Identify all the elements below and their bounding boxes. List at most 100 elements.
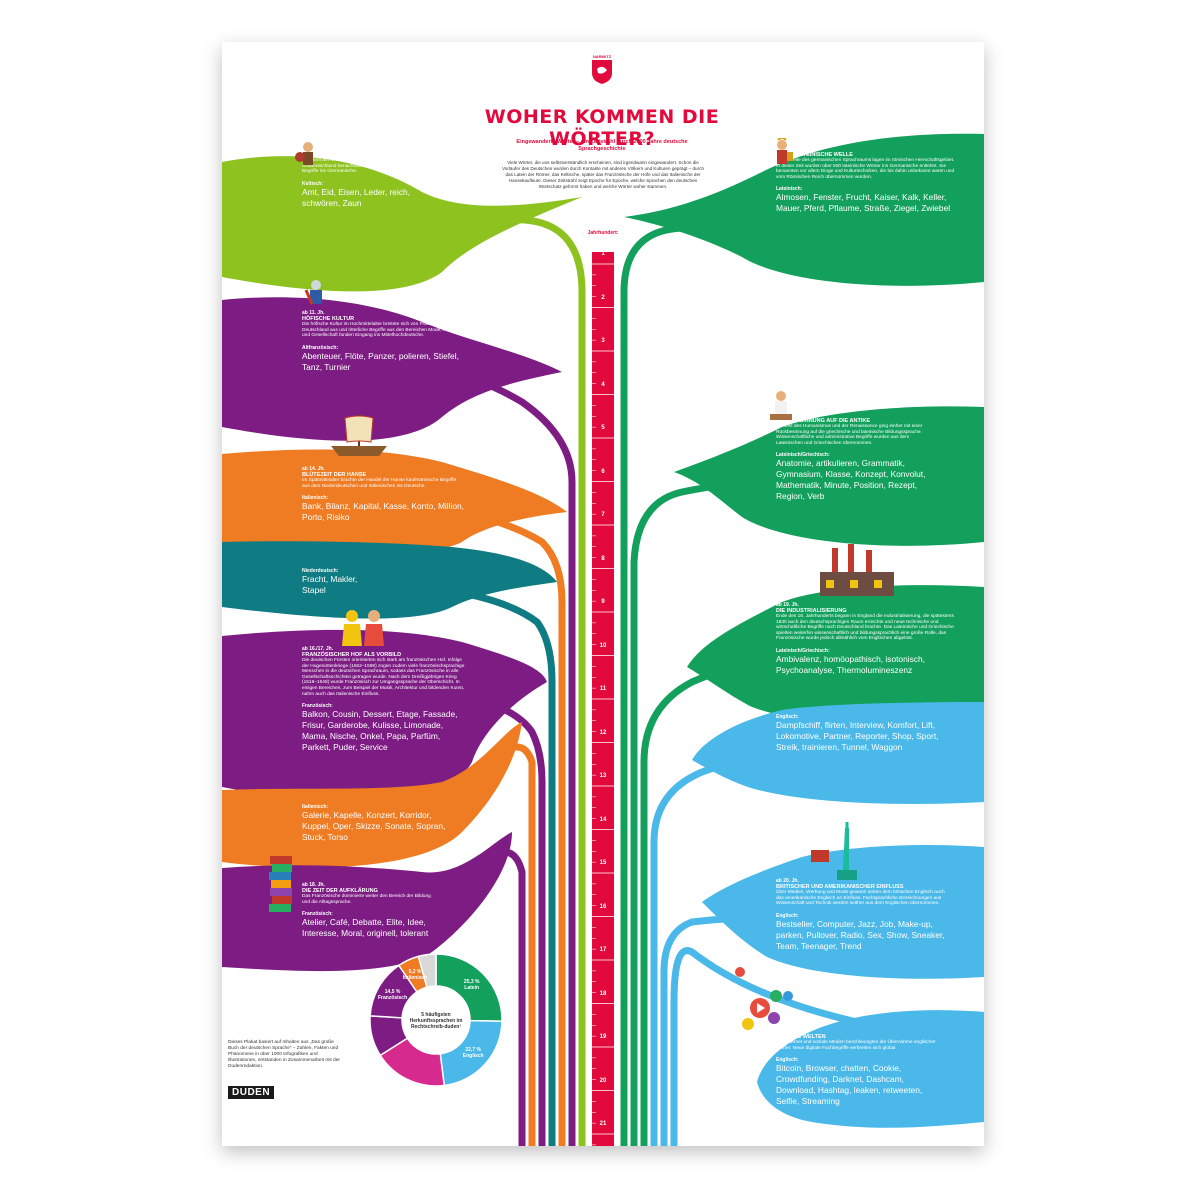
word-list: Fracht, Makler, Stapel xyxy=(302,574,358,595)
leaf-latein xyxy=(624,133,984,286)
source-note: Dieses Plakat basiert auf Inhalten aus „… xyxy=(228,1040,340,1069)
language-label: Englisch: xyxy=(776,912,799,919)
branch-heading: KELTISCHER EINFLUSS xyxy=(302,152,366,158)
century-number: 17 xyxy=(599,947,607,953)
language-label: Lateinisch/Griechisch: xyxy=(776,452,830,459)
century-number: 1 xyxy=(601,251,605,257)
branch-description: Die Zeit des Humanismus und der Renaissa… xyxy=(776,424,923,446)
branch-antike: ab 15. Jh. RÜCKBESINNUNG AUF DIE ANTIKE … xyxy=(776,412,936,502)
branch-heading: HÖFISCHE KULTUR xyxy=(302,316,355,322)
leaf-franz-it xyxy=(222,722,522,868)
branch-latein: ab 1. Jh. n. Chr. ERSTE LATEINISCHE WELL… xyxy=(776,146,956,214)
brand-logo: DUDEN xyxy=(228,1086,275,1099)
century-number: 8 xyxy=(601,555,605,562)
language-label: Französisch: xyxy=(302,911,333,918)
branch-franz: ab 16./17. Jh. FRANZÖSISCHER HOF ALS VOR… xyxy=(302,646,467,753)
leaf-brit xyxy=(702,845,984,979)
language-label: Lateinisch: xyxy=(776,186,803,193)
pie-slice-label: 25,3 %Latein xyxy=(450,979,494,991)
timeline-graphic xyxy=(222,133,984,1146)
language-label: Keltisch: xyxy=(302,180,324,187)
branch-aufkl: ab 18. Jh. DIE ZEIT DER AUFKLÄRUNG Das F… xyxy=(302,882,432,939)
century-number: 15 xyxy=(599,860,607,866)
branch-description: Im Spätmittelalter brachte der Handel de… xyxy=(302,478,457,489)
period: ab 20. Jh. xyxy=(776,878,799,884)
pie-slice-name: Englisch xyxy=(462,1053,484,1060)
leaf-franz xyxy=(222,629,547,799)
century-number: 16 xyxy=(599,903,607,910)
period: ab 21. Jh. xyxy=(776,1028,799,1034)
ship-icon xyxy=(331,414,387,456)
century-number: 11 xyxy=(599,686,607,692)
pie-slice-name: Italienisch xyxy=(402,974,428,981)
language-label: Italienisch: xyxy=(302,495,329,502)
period: ab 1. Jh. n. Chr. xyxy=(302,146,339,152)
shield-icon xyxy=(592,60,612,84)
factory-icon xyxy=(820,544,894,596)
leaf-hoefisch xyxy=(222,297,562,441)
page-title: WOHER KOMMEN DIE WÖRTER? xyxy=(484,106,720,150)
language-label: Lateinisch/Griechisch: xyxy=(776,647,830,654)
branch-description: Das Französische dominierte weiter den B… xyxy=(302,894,431,905)
pie-slice-label: 22,7 %Englisch xyxy=(451,1047,495,1059)
branch-heading: DIE ZEIT DER AUFKLÄRUNG xyxy=(302,888,378,894)
books-icon xyxy=(269,856,292,912)
branch-keltisch: ab 1. Jh. n. Chr. KELTISCHER EINFLUSS Vo… xyxy=(302,146,427,209)
branch-heading: BRITISCHER UND AMERIKANISCHER EINFLUSS xyxy=(776,884,904,890)
roman-soldier-icon xyxy=(777,138,793,164)
branch-description: Von dem am Mittel- und Oberrhein sowie i… xyxy=(302,158,424,175)
language-label: Altfranzösisch: xyxy=(302,344,339,351)
century-number: 9 xyxy=(601,599,605,605)
branch-description: Ende des 18. Jahrhunderts begann in Engl… xyxy=(776,614,954,642)
branch-heading: BLÜTEZEIT DER HANSE xyxy=(302,472,367,478)
word-list: Amt, Eid, Eisen, Leder, reich, schwören,… xyxy=(302,186,410,208)
period: ab 14. Jh. xyxy=(302,466,325,472)
century-number: 18 xyxy=(599,990,607,997)
leaf-aufkl xyxy=(222,832,512,972)
pie-slice-value: 5,2 % xyxy=(408,968,422,975)
page-subtitle: Eingewanderte Wörter – ein Zeitstrahl du… xyxy=(516,139,688,152)
leaf-hanse-2 xyxy=(222,541,557,619)
leaf-eng xyxy=(692,702,984,804)
leaf-hanse xyxy=(222,449,567,554)
courtiers-icon xyxy=(342,610,384,646)
word-list: Anatomie, artikulieren, Grammatik, Gymna… xyxy=(776,458,926,502)
leaf-antike xyxy=(674,406,984,546)
word-list: Galerie, Kapelle, Konzert, Korridor, Kup… xyxy=(302,810,446,842)
leaf-industrie xyxy=(687,585,984,729)
branch-description: Über Medien, Werbung und Mode gewann neb… xyxy=(776,890,945,907)
period: ab 16./17. Jh. xyxy=(302,646,334,652)
century-number: 14 xyxy=(599,816,607,823)
branch-industrie-englisch: Englisch: Dampfschiff, flirten, Intervie… xyxy=(776,708,954,753)
word-list: Balkon, Cousin, Dessert, Etage, Fassade,… xyxy=(302,709,458,753)
century-number: 5 xyxy=(601,425,605,431)
pie-slice-label: 14,5 %Französisch xyxy=(371,989,415,1001)
word-list: Bank, Bilanz, Kapital, Kasse, Konto, Mil… xyxy=(302,501,464,523)
pie-slice-value: 14,5 % xyxy=(384,989,401,996)
branch-franz-italienisch: Italienisch: Galerie, Kapelle, Konzert, … xyxy=(302,798,452,843)
word-list: Bitcoin, Browser, chatten, Cookie, Crowd… xyxy=(776,1063,923,1107)
scholar-icon xyxy=(770,391,792,420)
branch-description: Das Internet und soziale Medien beschleu… xyxy=(776,1040,936,1051)
language-label: Italienisch: xyxy=(302,804,329,810)
branch-heading: DIGITALE WELTEN xyxy=(776,1034,826,1040)
word-list: Almosen, Fenster, Frucht, Kaiser, Kalk, … xyxy=(776,192,951,214)
pie-slice-name: Französisch xyxy=(377,995,408,1002)
word-list: Atelier, Café, Debatte, Elite, Idee, Int… xyxy=(302,917,429,939)
pie-slice-name: Latein xyxy=(464,984,480,991)
leaf-digital xyxy=(757,1010,984,1128)
knight-icon xyxy=(304,280,322,305)
pie-slice-value: 22,7 % xyxy=(465,1047,481,1054)
poster: NARWITZ WOHER KOMMEN DIE WÖRTER? Eingewa… xyxy=(222,42,984,1146)
branch-brit: ab 20. Jh. BRITISCHER UND AMERIKANISCHER… xyxy=(776,878,951,952)
branch-heading: RÜCKBESINNUNG AUF DIE ANTIKE xyxy=(776,418,871,424)
timeline-label: Jahrhundert: xyxy=(587,230,619,236)
branch-digital: ab 21. Jh. DIGITALE WELTEN Das Internet … xyxy=(776,1028,941,1107)
century-number: 13 xyxy=(599,773,607,779)
branch-heading: FRANZÖSISCHER HOF ALS VORBILD xyxy=(302,652,402,658)
pie-slice xyxy=(417,953,437,989)
language-label: Englisch: xyxy=(776,1057,799,1064)
century-number: 7 xyxy=(601,512,605,518)
language-label: Französisch: xyxy=(302,703,333,710)
century-number: 12 xyxy=(599,729,607,736)
